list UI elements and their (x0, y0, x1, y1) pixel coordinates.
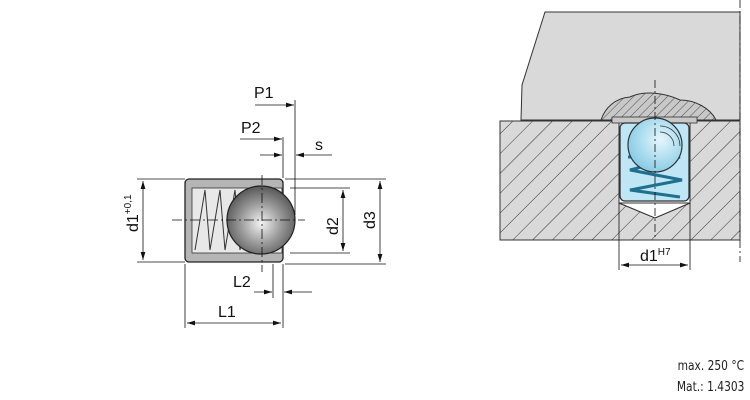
ball-highlight-arcs (659, 125, 681, 147)
label-l2: L2 (233, 274, 251, 291)
label-p2: P2 (241, 120, 261, 137)
label-d3: d3 (362, 211, 379, 229)
label-d2: d2 (325, 217, 342, 235)
label-d1: d1+0,1 (123, 194, 142, 232)
label-d1-h7: d1H7 (640, 247, 671, 265)
ball-plunger-side-view: P1 P2 s L2 L1 d2 d3 d1+0,1 (123, 85, 386, 328)
dimension-lines (137, 100, 386, 328)
label-s: s (315, 137, 323, 154)
center-lines (172, 175, 305, 272)
upper-part-breakout (600, 92, 717, 121)
label-p1: P1 (254, 85, 274, 102)
material: Mat.: 1.4303 (676, 380, 744, 395)
installation-section-view: d1H7 (499, 0, 741, 270)
label-l1: L1 (218, 304, 236, 321)
drill-point (618, 202, 691, 219)
max-temperature: max. 250 °C (677, 359, 744, 374)
